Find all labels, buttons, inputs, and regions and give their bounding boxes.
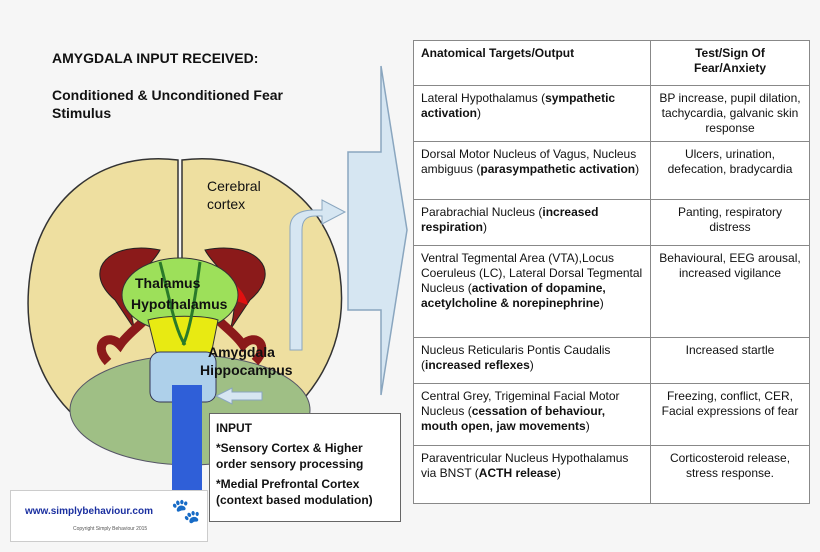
hypothalamus-shape bbox=[147, 315, 219, 361]
header-signs: Test/Sign Of Fear/Anxiety bbox=[650, 40, 810, 86]
table-row: Lateral Hypothalamus (sympathetic activa… bbox=[413, 85, 810, 142]
sign-cell: Corticosteroid release, stress response. bbox=[650, 445, 810, 504]
logo: www.simplybehaviour.com Copyright Simply… bbox=[10, 490, 208, 542]
thalamus-label: Thalamus bbox=[135, 275, 201, 291]
table-row: Ventral Tegmental Area (VTA),Locus Coeru… bbox=[413, 245, 810, 338]
hippocampus-label: Hippocampus bbox=[200, 362, 293, 378]
fear-output-table: Anatomical Targets/Output Test/Sign Of F… bbox=[413, 40, 810, 504]
input-item-sensory: *Sensory Cortex & Higher order sensory p… bbox=[216, 441, 364, 471]
small-arrow bbox=[289, 199, 347, 351]
sign-cell: Ulcers, urination, defecation, bradycard… bbox=[650, 141, 810, 200]
sign-cell: BP increase, pupil dilation, tachycardia… bbox=[650, 85, 810, 142]
table-row: Dorsal Motor Nucleus of Vagus, Nucleus a… bbox=[413, 141, 810, 200]
cortex-label: Cerebral bbox=[207, 178, 261, 194]
target-cell: Paraventricular Nucleus Hypothalamus via… bbox=[413, 445, 651, 504]
sign-cell: Panting, respiratory distress bbox=[650, 199, 810, 246]
main-arrow bbox=[347, 65, 408, 396]
target-cell: Parabrachial Nucleus (increased respirat… bbox=[413, 199, 651, 246]
target-cell: Ventral Tegmental Area (VTA),Locus Coeru… bbox=[413, 245, 651, 338]
input-box: INPUT *Sensory Cortex & Higher order sen… bbox=[209, 413, 401, 522]
table-row: Parabrachial Nucleus (increased respirat… bbox=[413, 199, 810, 246]
logo-copyright: Copyright Simply Behaviour 2015 bbox=[73, 526, 148, 532]
target-cell: Dorsal Motor Nucleus of Vagus, Nucleus a… bbox=[413, 141, 651, 200]
input-title: INPUT bbox=[216, 421, 252, 435]
brainstem bbox=[172, 385, 202, 505]
input-item-prefrontal: *Medial Prefrontal Cortex (context based… bbox=[216, 477, 373, 507]
target-cell: Lateral Hypothalamus (sympathetic activa… bbox=[413, 85, 651, 142]
cortex-label-2: cortex bbox=[207, 196, 246, 212]
paw-icon: 🐾 bbox=[171, 498, 201, 525]
target-cell: Nucleus Reticularis Pontis Caudalis (inc… bbox=[413, 337, 651, 384]
table-row: Paraventricular Nucleus Hypothalamus via… bbox=[413, 445, 810, 504]
header-title: AMYGDALA INPUT RECEIVED: bbox=[52, 50, 259, 66]
input-arrow bbox=[214, 387, 263, 405]
logo-site: www.simplybehaviour.com bbox=[25, 506, 153, 517]
hypothalamus-label: Hypothalamus bbox=[131, 296, 228, 312]
sign-cell: Behavioural, EEG arousal, increased vigi… bbox=[650, 245, 810, 338]
header-subtitle: Conditioned & Unconditioned Fear Stimulu… bbox=[52, 87, 283, 121]
amygdala-label: Amygdala bbox=[208, 344, 275, 360]
sign-cell: Increased startle bbox=[650, 337, 810, 384]
target-cell: Central Grey, Trigeminal Facial Motor Nu… bbox=[413, 383, 651, 446]
table-row: Central Grey, Trigeminal Facial Motor Nu… bbox=[413, 383, 810, 446]
sign-cell: Freezing, conflict, CER, Facial expressi… bbox=[650, 383, 810, 446]
header-targets: Anatomical Targets/Output bbox=[413, 40, 651, 86]
table-row: Nucleus Reticularis Pontis Caudalis (inc… bbox=[413, 337, 810, 384]
